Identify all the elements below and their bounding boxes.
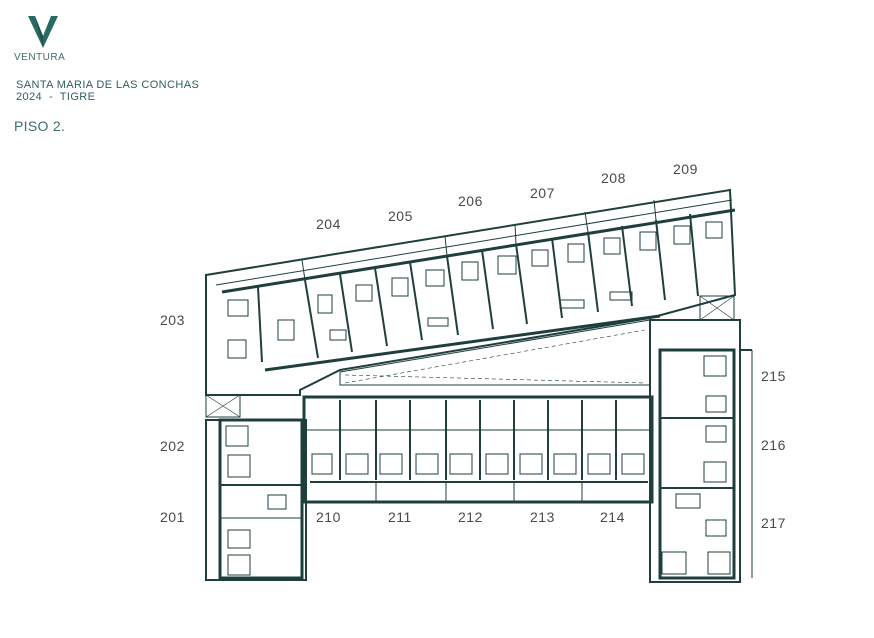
east-wing-furniture: [661, 355, 731, 575]
unit-label-212: 212: [458, 509, 483, 525]
north-wing-inner-wall: [221, 208, 736, 294]
south-wing-outline: [302, 395, 654, 504]
unit-label-207: 207: [530, 185, 555, 201]
brand-name: VENTURA: [14, 52, 66, 63]
unit-label-210: 210: [316, 509, 341, 525]
v-logo-icon: [28, 16, 58, 48]
unit-label-214: 214: [600, 509, 625, 525]
unit-label-202: 202: [160, 438, 185, 454]
north-wing-partitions: [257, 213, 699, 363]
north-balconies: [301, 199, 657, 281]
south-wing-partitions: [339, 400, 617, 480]
north-wing-furniture: [227, 221, 723, 359]
west-stair-cross: [205, 394, 241, 418]
unit-label-205: 205: [388, 208, 413, 224]
unit-label-203: 203: [160, 312, 185, 328]
unit-label-201: 201: [160, 509, 185, 525]
project-year-location: 2024 - TIGRE: [16, 91, 96, 103]
unit-label-216: 216: [761, 437, 786, 453]
south-wing-furniture: [311, 453, 645, 475]
unit-label-211: 211: [388, 509, 412, 525]
north-wing-corridor-wall: [264, 314, 661, 372]
unit-label-217: 217: [761, 515, 786, 531]
east-wing-inner: [658, 348, 736, 580]
east-stair-cross: [699, 295, 735, 321]
north-wing-outer-wall: [215, 199, 733, 286]
unit-label-204: 204: [316, 216, 341, 232]
south-balconies: [375, 482, 583, 502]
unit-label-209: 209: [673, 161, 698, 177]
unit-label-213: 213: [530, 509, 555, 525]
project-info: SANTA MARIA DE LAS CONCHAS 2024 - TIGRE: [16, 79, 199, 103]
unit-label-206: 206: [458, 193, 483, 209]
west-wing-furniture: [225, 425, 287, 576]
courtyard-diagonal-1: [344, 329, 646, 384]
east-stair: [699, 295, 735, 321]
project-title: SANTA MARIA DE LAS CONCHAS: [16, 79, 200, 91]
unit-label-215: 215: [761, 368, 786, 384]
east-wing-outline: [649, 319, 741, 583]
unit-label-208: 208: [601, 170, 626, 186]
west-stair: [205, 394, 241, 418]
courtyard-diagonal-2: [344, 374, 646, 384]
west-wing-inner: [218, 418, 304, 580]
ventura-logo: VENTURA: [14, 14, 74, 63]
floor-title: PISO 2.: [14, 118, 66, 134]
